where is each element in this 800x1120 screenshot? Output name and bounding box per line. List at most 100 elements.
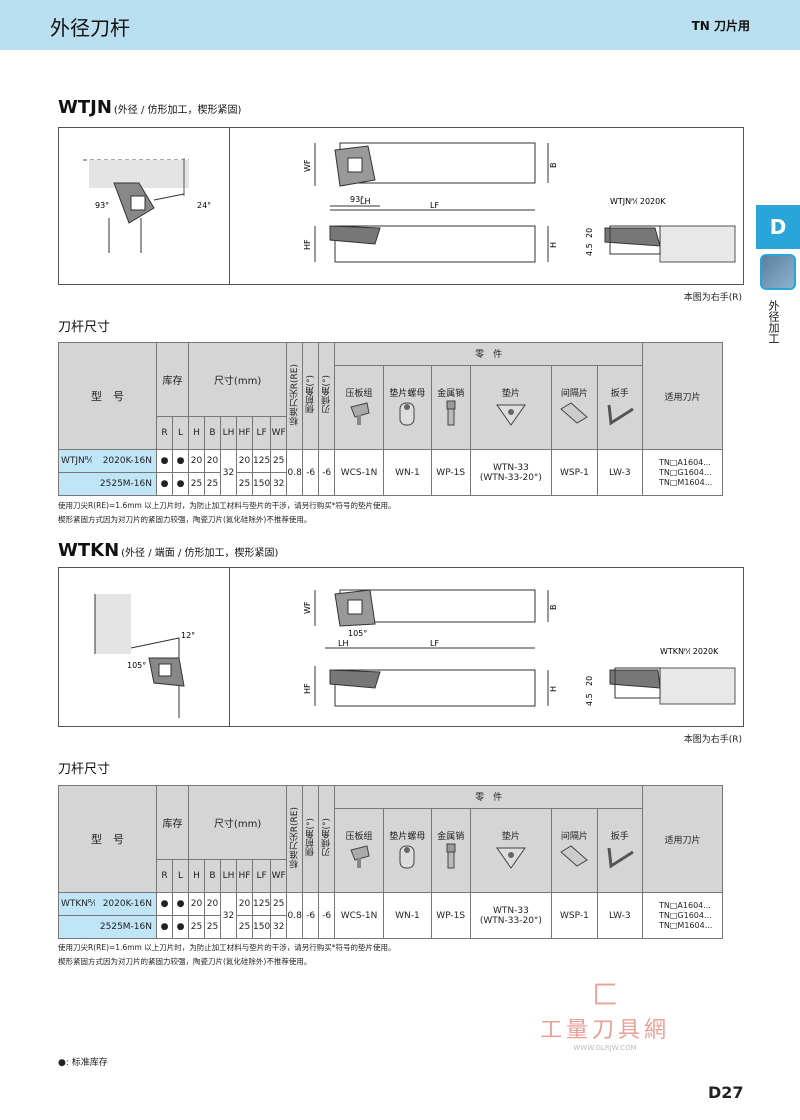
- cell: -6: [302, 449, 320, 496]
- parts-col-clamp: 压板组: [334, 364, 384, 451]
- wtkn-notes: 使用刀尖R(RE)=1.6mm 以上刀片时，为防止加工材料与垫片的干涉，请另行购…: [58, 943, 396, 966]
- wtkn-approach-angle: 105°: [127, 661, 146, 670]
- spacer-icon: [560, 844, 589, 867]
- wtkn-technical-drawing: WF B 105° LH LF HF H 4.5 20 WTKNᴿ⁄ₗ 2020…: [303, 589, 736, 707]
- side-angle-header: 侧前角(°): [306, 375, 317, 414]
- shim-screw-icon: [399, 845, 415, 868]
- parts-header: 零 件: [334, 342, 643, 366]
- parts-col-clamp: 压板组: [334, 807, 384, 894]
- cell: 25: [270, 892, 288, 917]
- cell: -6: [302, 892, 320, 939]
- cell: 20: [188, 449, 205, 474]
- parts-col-wrench: 扳手: [596, 364, 644, 451]
- incl-angle-header: 刃倾角(°): [322, 818, 333, 857]
- parts-col-pin: 金属销: [430, 807, 471, 894]
- col-l: L: [172, 858, 189, 894]
- shim-icon: [495, 404, 526, 426]
- watermark-url: WWW.GLRJW.COM: [573, 1044, 637, 1052]
- parts-col-shim: 垫片: [469, 364, 553, 451]
- insert-list: TN□A1604...TN□G1604...TN□M1604...: [642, 892, 723, 939]
- page-subtitle: TN 刀片用: [691, 19, 750, 33]
- parts-col-shim-screw: 垫片螺母: [382, 364, 432, 451]
- parts-col-spacer: 间隔片: [551, 364, 598, 451]
- page-title: 外径刀杆: [50, 16, 130, 40]
- side-category-label: 外径加工: [767, 300, 780, 344]
- cell: WSP-1: [551, 449, 598, 496]
- wtjn-b-label: B: [549, 163, 558, 169]
- wtkn-relief-angle: 12°: [181, 631, 195, 640]
- wtjn-approach-angle: 93°: [95, 201, 109, 210]
- section-title-wtjn: WTJN(外径 / 仿形加工，楔形紧固): [58, 97, 242, 118]
- cell: 32: [270, 472, 288, 496]
- wtjn-hf-label: HF: [303, 239, 312, 250]
- cell: 150: [251, 915, 272, 939]
- clamp-set-icon: [350, 844, 370, 868]
- col-wf: WF: [270, 858, 288, 894]
- wrench-icon: [607, 404, 634, 426]
- col-h: H: [188, 858, 205, 894]
- cell: WP-1S: [430, 892, 471, 939]
- pin-icon: [446, 400, 456, 425]
- cell: 32: [270, 915, 288, 939]
- col-lh: LH: [220, 415, 237, 451]
- cell: WCS-1N: [334, 892, 384, 939]
- wtjn-dim-45: 4.5: [585, 243, 594, 256]
- col-l: L: [172, 415, 189, 451]
- wtkn-b-label: B: [549, 605, 558, 611]
- cell: 25: [188, 472, 205, 496]
- cell: 125: [251, 892, 272, 917]
- cell: WN-1: [382, 892, 432, 939]
- cell: LW-3: [596, 892, 644, 939]
- cell: 20: [236, 892, 253, 917]
- cell: 20: [236, 449, 253, 474]
- cell: 25: [204, 472, 221, 496]
- wtkn-spec-table: 型 号 库存 尺寸(mm) 标准刀尖R(RE) 侧前角(°) 刃倾角(°) 零 …: [58, 784, 723, 939]
- col-r: R: [156, 415, 173, 451]
- pin-icon: [446, 843, 456, 868]
- cell: 25: [188, 915, 205, 939]
- parts-header: 零 件: [334, 785, 643, 809]
- cell: -6: [318, 449, 336, 496]
- cell: -6: [318, 892, 336, 939]
- table-row: 2525M-16N: [58, 915, 157, 939]
- col-lf: LF: [251, 858, 272, 894]
- col-hf: HF: [236, 415, 253, 451]
- cell: 32: [220, 892, 237, 939]
- insert-list: TN□A1604...TN□G1604...TN□M1604...: [642, 449, 723, 496]
- wtjn-h-label: H: [549, 242, 558, 248]
- section-tab-d[interactable]: D: [756, 205, 800, 249]
- external-turning-icon: [760, 254, 796, 290]
- cell: 20: [204, 892, 221, 917]
- page-number: D27: [708, 1083, 744, 1102]
- cell: 0.8: [286, 449, 304, 496]
- incl-angle-header: 刃倾角(°): [322, 375, 333, 414]
- wtkn-top-angle: 105°: [348, 629, 367, 638]
- col-h: H: [188, 415, 205, 451]
- cell: ●: [156, 915, 173, 939]
- cell: WP-1S: [430, 449, 471, 496]
- wtjn-lf-label: LF: [430, 201, 439, 210]
- stock-r: ●: [156, 892, 173, 917]
- wtjn-spec-table: 型 号 库存 尺寸(mm) 标准刀尖R(RE) 侧前角(°) 刃倾角(°) 零 …: [58, 341, 723, 496]
- wtjn-table-title: 刀杆尺寸: [58, 320, 111, 335]
- col-hf: HF: [236, 858, 253, 894]
- clamp-set-icon: [350, 401, 370, 425]
- parts-col-pin: 金属销: [430, 364, 471, 451]
- cell: ●: [172, 915, 189, 939]
- cell: 20: [188, 892, 205, 917]
- col-b: B: [204, 415, 221, 451]
- cell: WTN-33(WTN-33-20°): [469, 892, 553, 939]
- wtjn-lh-label: LH: [360, 197, 370, 206]
- wtkn-h-label: H: [549, 686, 558, 692]
- spacer-icon: [560, 401, 589, 424]
- wrench-icon: [607, 847, 634, 869]
- dims-header: 尺寸(mm): [187, 785, 288, 860]
- stock-l: ●: [172, 892, 189, 917]
- stock-legend: ●: 标准库存: [58, 1058, 108, 1068]
- wtkn-wf-label: WF: [303, 601, 312, 614]
- parts-col-spacer: 间隔片: [551, 807, 598, 894]
- cell: WCS-1N: [334, 449, 384, 496]
- watermark: 匚 工量刀具網 WWW.GLRJW.COM: [540, 975, 670, 1052]
